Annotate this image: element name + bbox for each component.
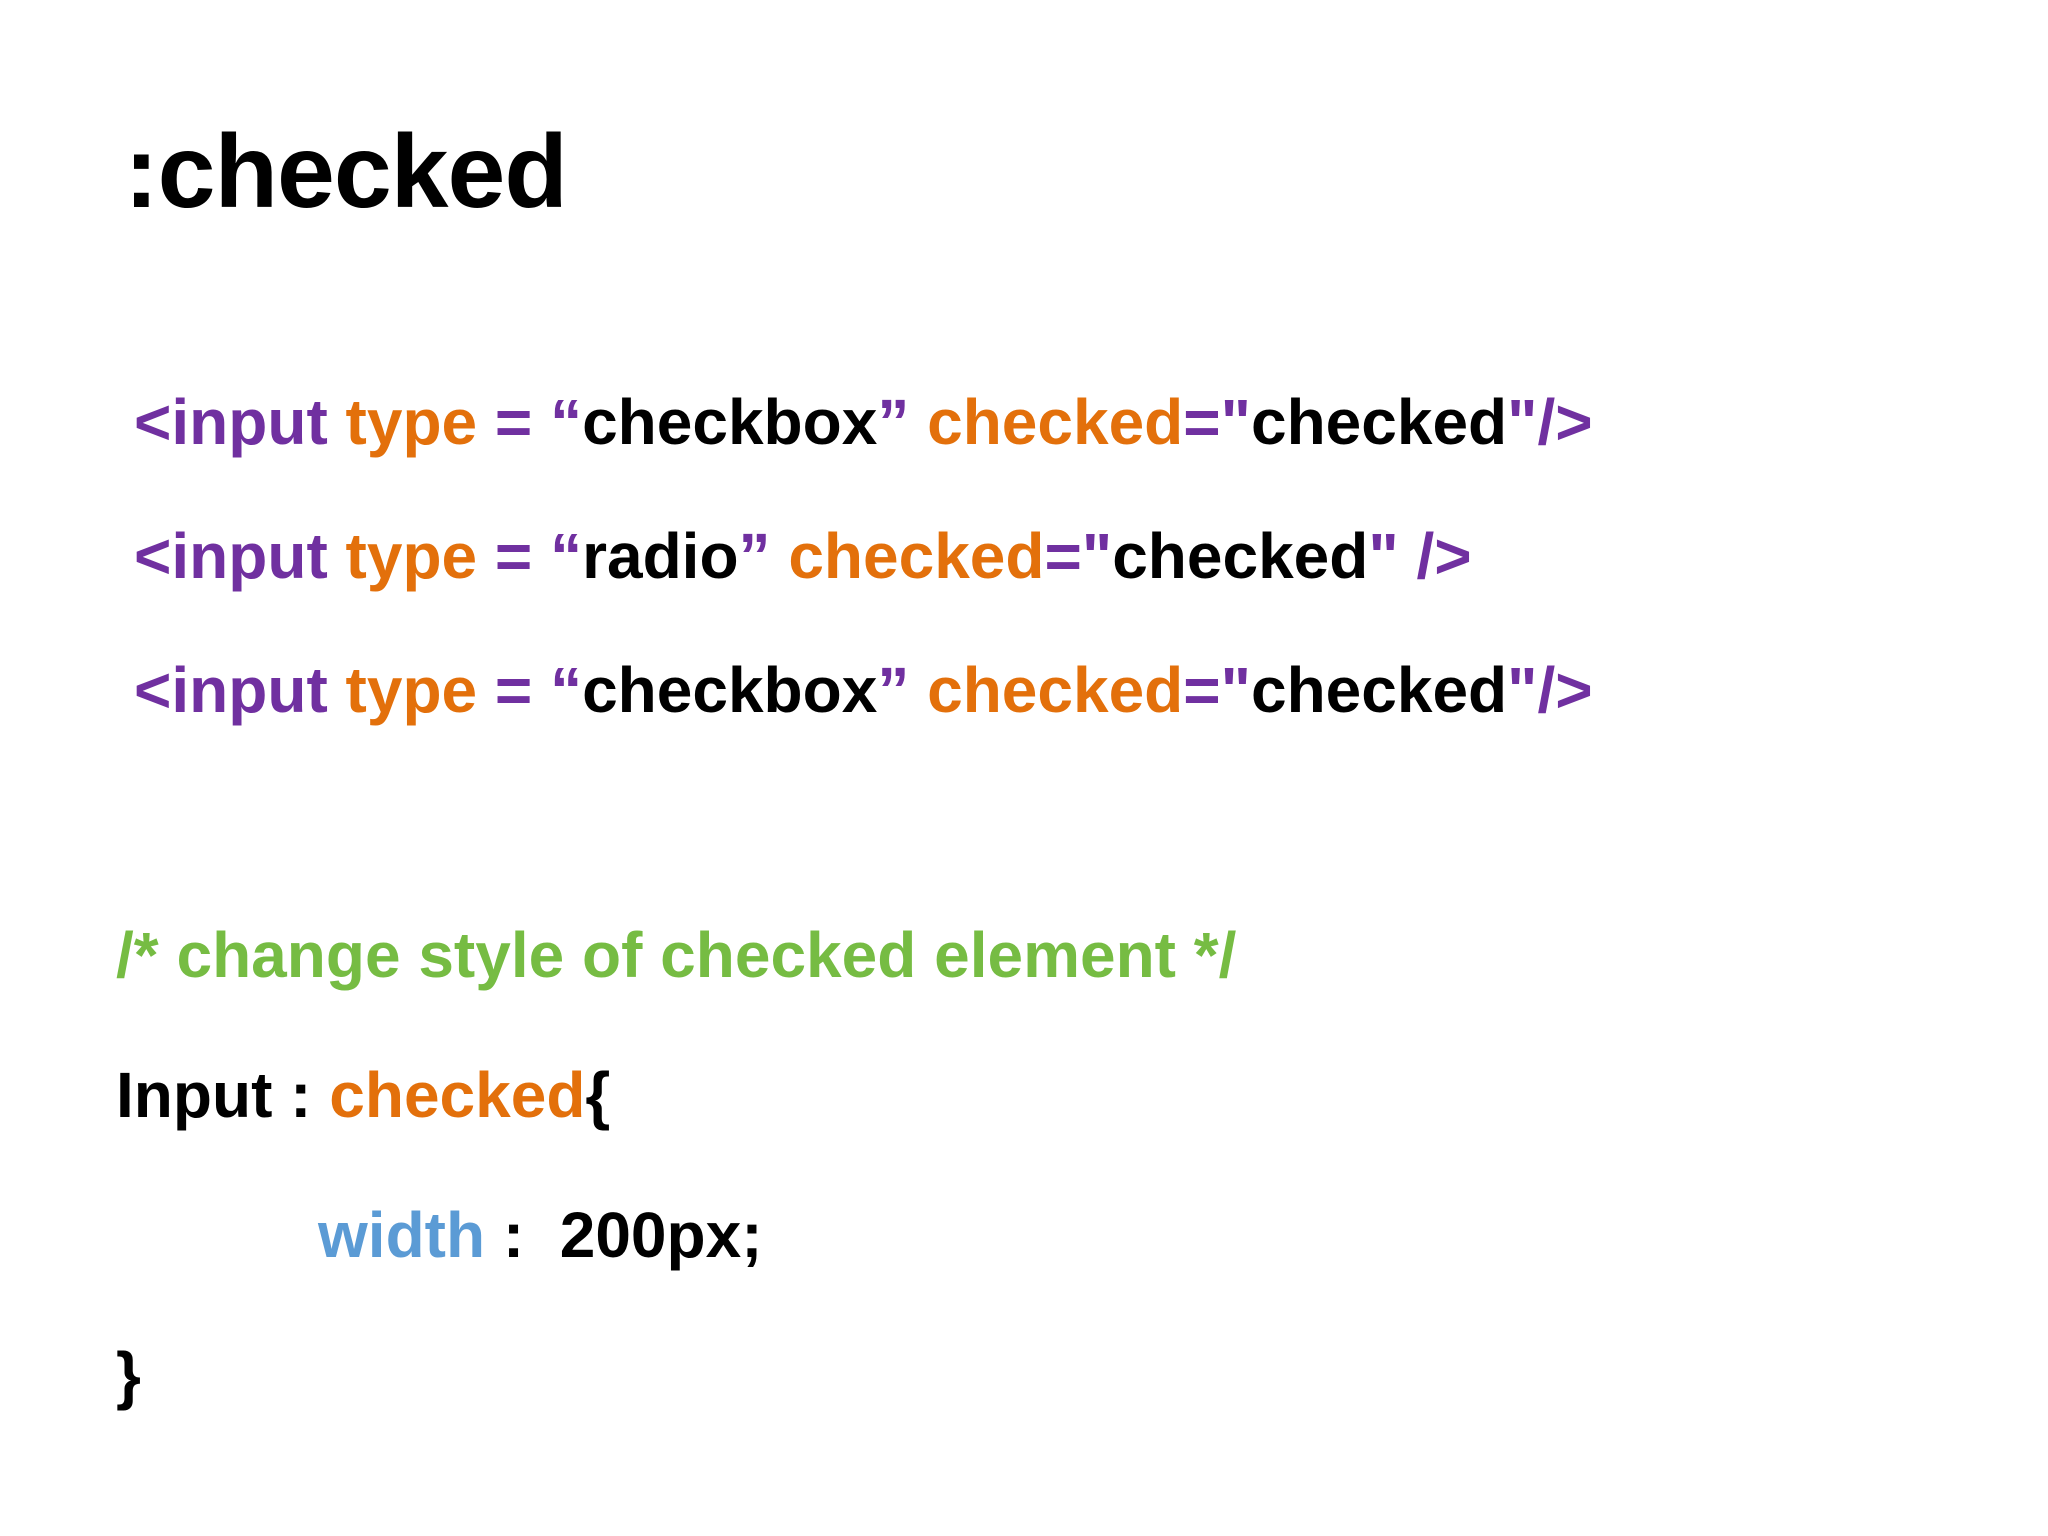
property-width-token: width <box>318 1199 486 1271</box>
attribute-type-token: type <box>345 520 478 592</box>
attribute-checked-token: checked <box>927 386 1184 458</box>
selector-prefix-token: Input : <box>116 1059 330 1131</box>
quote-end-token: " <box>1368 520 1417 592</box>
code-spacer <box>0 757 2048 885</box>
attribute-checked-token: checked <box>788 520 1045 592</box>
quote-end-token: " <box>1507 654 1538 726</box>
tag-open-token: <input <box>134 520 346 592</box>
quote-open-token: “ <box>550 386 583 458</box>
equals-token: = <box>477 386 551 458</box>
code-line-selector: Input : checked{ <box>0 1025 2048 1165</box>
quote-close-token: ” <box>877 386 910 458</box>
code-line-radio: <input type = “radio” checked="checked" … <box>0 489 2048 623</box>
equals-token: = <box>477 520 551 592</box>
quote-open-token: “ <box>550 654 583 726</box>
tag-close-token: /> <box>1537 654 1593 726</box>
tag-open-token: <input <box>134 386 346 458</box>
equals-token: = <box>477 654 551 726</box>
code-line-checkbox-1: <input type = “checkbox” checked="checke… <box>0 355 2048 489</box>
page-title: :checked <box>124 114 568 230</box>
value-type-token: radio <box>582 520 739 592</box>
quote-close-token: ” <box>738 520 771 592</box>
attribute-type-token: type <box>345 654 478 726</box>
attribute-checked-token: checked <box>927 654 1184 726</box>
space-token <box>771 520 789 592</box>
equals-quote-token: =" <box>1183 386 1251 458</box>
equals-quote-token: =" <box>1183 654 1251 726</box>
value-checked-token: checked <box>1250 386 1508 458</box>
value-checked-token: checked <box>1112 520 1369 592</box>
code-line-checkbox-2: <input type = “checkbox” checked="checke… <box>0 623 2048 757</box>
value-type-token: checkbox <box>582 386 878 458</box>
tag-close-token: /> <box>1537 386 1593 458</box>
tag-open-token: <input <box>134 654 346 726</box>
code-block: <input type = “checkbox” checked="checke… <box>0 355 2048 1445</box>
quote-end-token: " <box>1507 386 1538 458</box>
open-brace-token: { <box>585 1059 611 1131</box>
comment-token: /* change style of checked element */ <box>116 919 1237 991</box>
code-line-declaration: width : 200px; <box>0 1165 2048 1305</box>
code-line-close-brace: } <box>0 1305 2048 1445</box>
value-checked-token: checked <box>1250 654 1508 726</box>
selector-pseudo-token: checked <box>329 1059 586 1131</box>
space-token <box>909 654 927 726</box>
close-brace-token: } <box>116 1339 141 1411</box>
value-type-token: checkbox <box>582 654 878 726</box>
equals-quote-token: =" <box>1044 520 1113 592</box>
property-value-token: : 200px; <box>485 1199 763 1271</box>
space-token <box>909 386 927 458</box>
code-line-comment: /* change style of checked element */ <box>0 885 2048 1025</box>
tag-close-token: /> <box>1416 520 1472 592</box>
attribute-type-token: type <box>345 386 478 458</box>
quote-open-token: “ <box>550 520 583 592</box>
quote-close-token: ” <box>877 654 910 726</box>
